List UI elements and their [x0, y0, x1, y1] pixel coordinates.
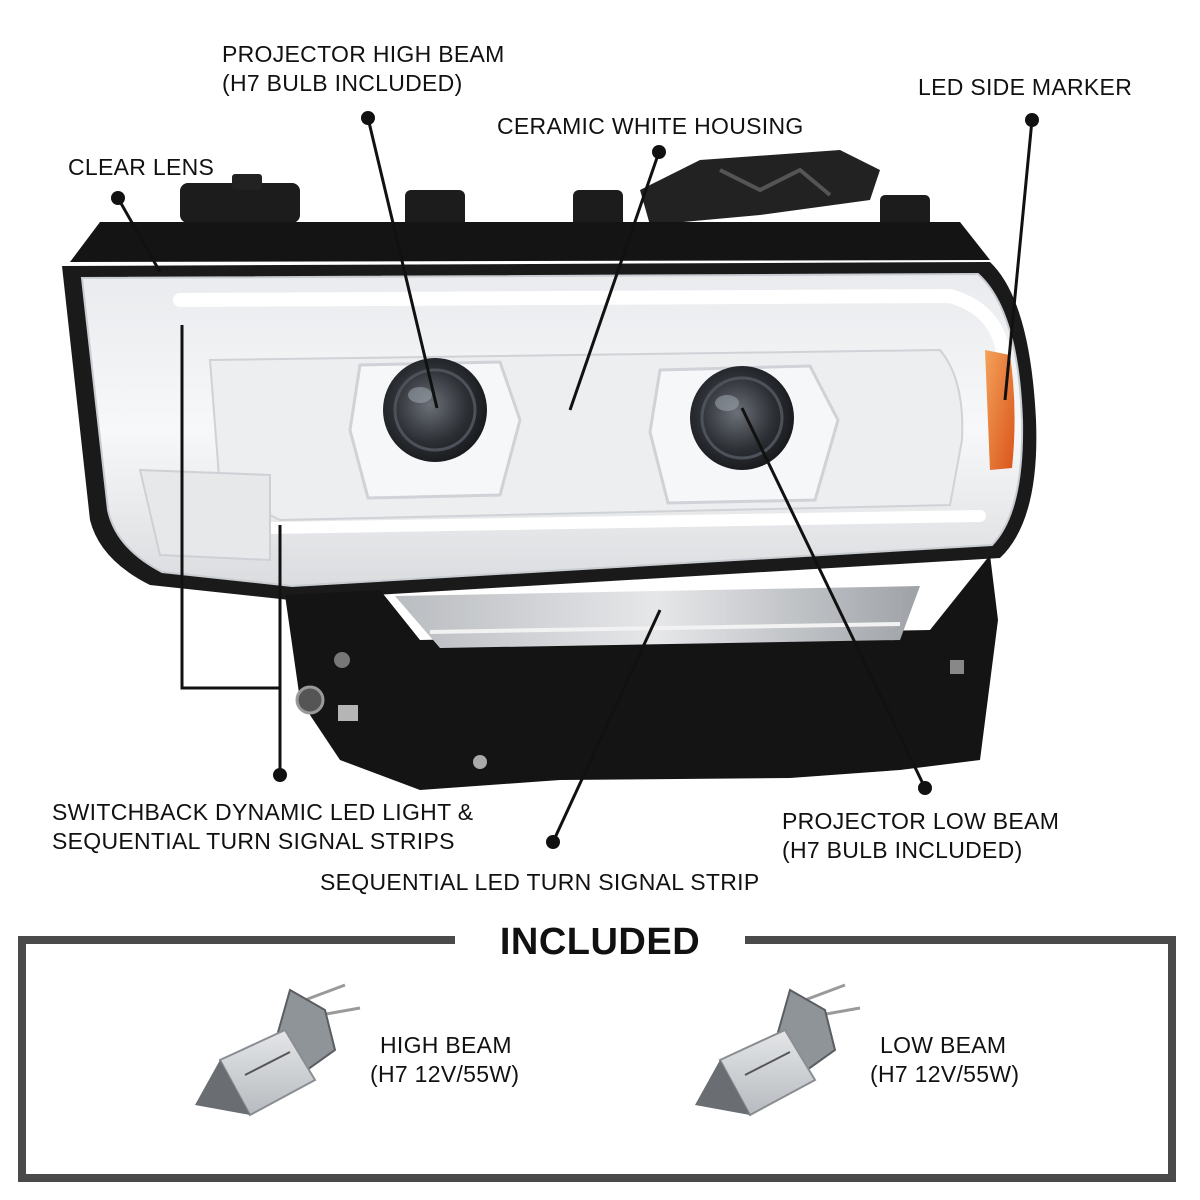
dot-side-marker [1025, 113, 1039, 127]
label-projector-high-beam: PROJECTOR HIGH BEAM (H7 BULB INCLUDED) [222, 40, 505, 98]
led-side-marker [985, 350, 1015, 470]
label-projector-low-beam: PROJECTOR LOW BEAM (H7 BULB INCLUDED) [782, 807, 1059, 865]
callout-dots [111, 111, 1039, 849]
label-line: CLEAR LENS [68, 154, 215, 180]
label-led-side-marker: LED SIDE MARKER [918, 73, 1132, 102]
label-sequential-turn-strip: SEQUENTIAL LED TURN SIGNAL STRIP [320, 868, 759, 897]
rear-housing [70, 150, 990, 262]
included-title: INCLUDED [455, 916, 745, 968]
dot-housing [652, 145, 666, 159]
included-item-low-beam: LOW BEAM (H7 12V/55W) [870, 1031, 1019, 1089]
dot-clear-lens [111, 191, 125, 205]
label-ceramic-white-housing: CERAMIC WHITE HOUSING [497, 112, 804, 141]
h7-bulb-icon [195, 983, 361, 1117]
label-line: SEQUENTIAL TURN SIGNAL STRIPS [52, 828, 455, 854]
label-line: (H7 BULB INCLUDED) [782, 837, 1023, 863]
projector-high-beam [348, 358, 522, 500]
included-item-high-beam: HIGH BEAM (H7 12V/55W) [370, 1031, 519, 1089]
headlight-lens [62, 262, 1037, 600]
label-switchback-led: SWITCHBACK DYNAMIC LED LIGHT & SEQUENTIA… [52, 798, 473, 856]
label-line: PROJECTOR HIGH BEAM [222, 41, 505, 67]
dot-high-beam [361, 111, 375, 125]
label-line: SEQUENTIAL LED TURN SIGNAL STRIP [320, 869, 760, 895]
callout-leaders [116, 117, 1034, 843]
dot-turn-strip [546, 835, 560, 849]
label-line: LED SIDE MARKER [918, 74, 1133, 100]
item-name: LOW BEAM [880, 1032, 1007, 1058]
h7-bulb-icon [695, 983, 861, 1117]
label-line: CERAMIC WHITE HOUSING [497, 113, 804, 139]
dot-switchback [273, 768, 287, 782]
dot-low-beam [918, 781, 932, 795]
label-line: PROJECTOR LOW BEAM [782, 808, 1060, 834]
item-spec: (H7 12V/55W) [870, 1061, 1020, 1087]
label-clear-lens: CLEAR LENS [68, 153, 214, 182]
label-line: SWITCHBACK DYNAMIC LED LIGHT & [52, 799, 474, 825]
item-spec: (H7 12V/55W) [370, 1061, 520, 1087]
projector-low-beam [648, 364, 840, 505]
item-name: HIGH BEAM [380, 1032, 512, 1058]
label-line: (H7 BULB INCLUDED) [222, 70, 463, 96]
